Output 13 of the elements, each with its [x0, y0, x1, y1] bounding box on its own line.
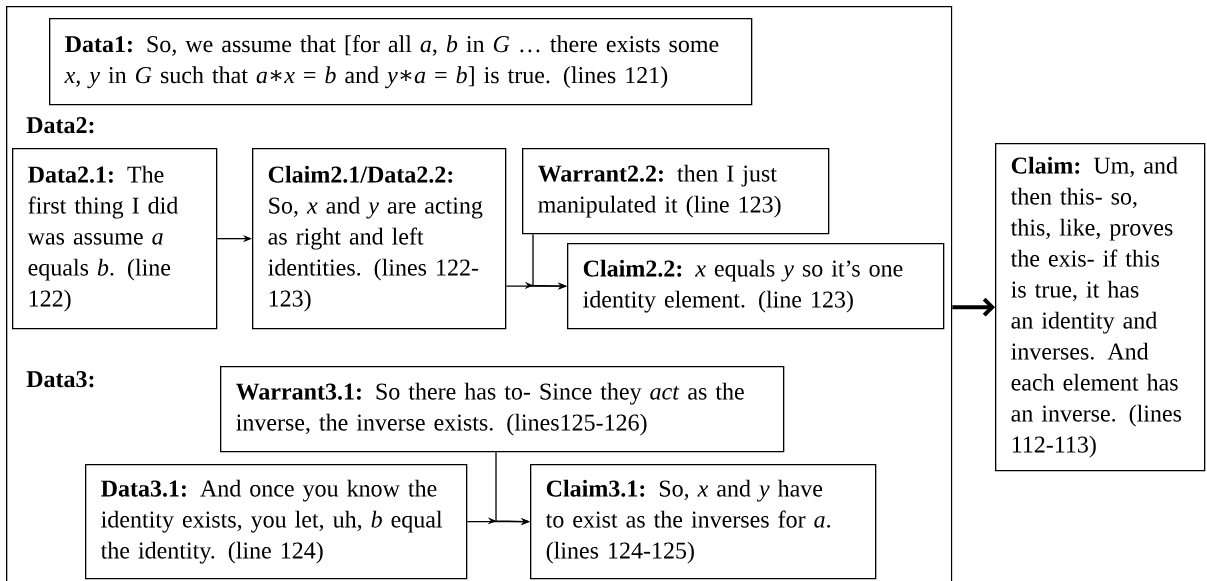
text-box: Data1: So, we assume that [for all a, b in G … there exists some x, y in G such that a∗x = b and y∗a = b] is true. (lines 121) [49, 18, 753, 106]
frame-box [6, 6, 953, 581]
text-box: Data3.1: And once you know the identity exists, you let, uh, b equal the identity. (line 124) [85, 464, 468, 580]
arrow [952, 297, 995, 317]
text-box: Claim2.1/Data2.2: So, x and y are acting as right and left identities. (lines 122-123) [252, 148, 507, 330]
claim-box: Claim: Um, and then this- so, this, like, proves the exis- if this is true, it has an identity and inverses. And each element has an inverse. (lines 112-113) [995, 143, 1206, 472]
text-box: Claim3.1: So, x and y have to exist as the inverses for a. (lines 124-125) [530, 464, 877, 580]
text-box: Warrant3.1: So there has to- Since they act as the inverse, the inverse exists. (lines125-126) [220, 366, 785, 453]
section-label: Data2: [26, 117, 94, 134]
text-box: Claim2.2: x equals y so it’s one identity element. (line 123) [567, 243, 945, 330]
section-label: Data3: [26, 371, 94, 388]
text-box: Data2.1: The first thing I did was assume a equals b. (line 122) [12, 148, 218, 330]
text-box: Warrant2.2: then I just manipulated it (line 123) [522, 148, 830, 235]
